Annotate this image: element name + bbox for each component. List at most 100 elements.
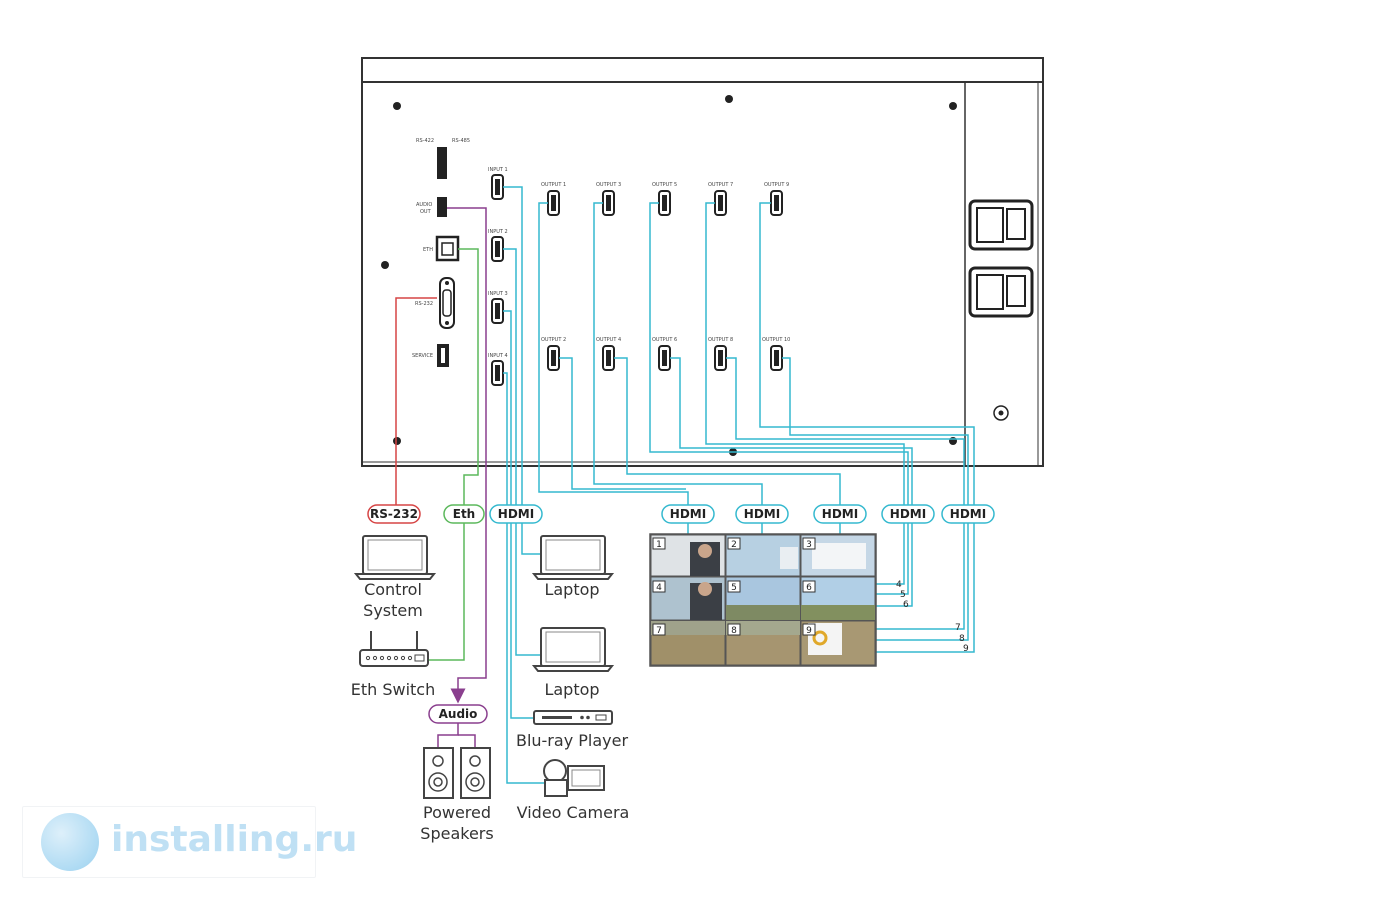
- cell-number-tag: 9: [802, 623, 816, 636]
- audio-badge: Audio: [428, 704, 488, 724]
- cable-number: 7: [955, 623, 961, 633]
- screw-icon: [949, 437, 957, 445]
- bluray-label: Blu-ray Player: [516, 731, 628, 750]
- cable-number: 4: [896, 580, 902, 590]
- svg-text:INPUT 4: INPUT 4: [488, 353, 508, 359]
- svg-text:HDMI: HDMI: [822, 507, 858, 521]
- power-socket-icon: [968, 266, 1034, 318]
- eth-cable: [428, 248, 479, 661]
- power-socket-icon: [968, 199, 1034, 251]
- speakers-label-1: Powered: [423, 803, 491, 822]
- cable-number: 5: [900, 590, 906, 600]
- svg-text:OUTPUT 2: OUTPUT 2: [541, 337, 566, 343]
- svg-text:HDMI: HDMI: [890, 507, 926, 521]
- hdmi-output-2: OUTPUT 2: [541, 337, 566, 371]
- rs485-label: RS-485: [452, 138, 470, 144]
- video-camera-label: Video Camera: [517, 803, 630, 822]
- svg-text:5: 5: [731, 583, 737, 593]
- screw-icon: [393, 102, 401, 110]
- svg-text:HDMI: HDMI: [498, 507, 534, 521]
- svg-text:9: 9: [806, 626, 812, 636]
- hdmi-output-7: OUTPUT 7: [708, 182, 733, 216]
- cable-number: 9: [963, 644, 969, 654]
- watermark: installing.ru: [22, 806, 357, 878]
- audio-terminal-block: [437, 197, 447, 217]
- videowall-cell-1: [650, 534, 726, 577]
- hdmi-badge-inputs: HDMI: [489, 504, 543, 524]
- svg-text:8: 8: [731, 626, 737, 636]
- cell-number-tag: 8: [727, 623, 741, 636]
- svg-text:OUTPUT 1: OUTPUT 1: [541, 182, 566, 188]
- svg-text:INPUT 1: INPUT 1: [488, 167, 508, 173]
- videowall-cell-4: [650, 576, 726, 621]
- svg-text:OUTPUT 5: OUTPUT 5: [652, 182, 677, 188]
- laptop-label-1: Laptop: [544, 580, 599, 599]
- cell-number-tag: 7: [652, 623, 666, 636]
- screw-icon: [381, 261, 389, 269]
- hdmi-badge-out-3: HDMI: [813, 504, 867, 524]
- laptop-label-2: Laptop: [544, 680, 599, 699]
- hdmi-badge-out-5: HDMI: [941, 504, 995, 524]
- watermark-text: installing.ru: [111, 819, 358, 860]
- control-system-laptop-icon: [353, 535, 437, 580]
- ethernet-port-icon: [435, 235, 460, 262]
- cell-number-tag: 1: [652, 537, 666, 550]
- cell-number-tag: 6: [802, 580, 816, 593]
- rs422-label: RS-422: [416, 138, 434, 144]
- hdmi-output-cables: [538, 202, 975, 653]
- video-wall: 1 2 3 4 5 6 7 8 9: [649, 533, 877, 667]
- hdmi-input-4: INPUT 4: [488, 353, 508, 386]
- speaker-icon: [460, 747, 491, 799]
- rs232-port-label: RS-232: [415, 301, 433, 307]
- speakers-label-2: Speakers: [420, 824, 493, 843]
- laptop-icon: [531, 627, 615, 672]
- ground-terminal-icon: [993, 405, 1009, 421]
- screw-icon: [725, 95, 733, 103]
- router-icon: [359, 631, 429, 667]
- db9-port-icon: [439, 277, 455, 329]
- svg-text:3: 3: [806, 540, 812, 550]
- hdmi-badge-out-4: HDMI: [881, 504, 935, 524]
- watermark-logo-icon: [41, 813, 99, 871]
- svg-text:INPUT 3: INPUT 3: [488, 291, 508, 297]
- video-camera-icon: [543, 759, 605, 797]
- service-port-label: SERVICE: [412, 353, 433, 359]
- eth-badge: Eth: [443, 504, 485, 524]
- control-system-label-1: Control: [364, 580, 422, 599]
- cell-number-tag: 4: [652, 580, 666, 593]
- audio-out-label-2: OUT: [420, 209, 432, 215]
- svg-text:OUTPUT 9: OUTPUT 9: [764, 182, 789, 188]
- svg-text:OUTPUT 6: OUTPUT 6: [652, 337, 677, 343]
- svg-text:HDMI: HDMI: [950, 507, 986, 521]
- screw-icon: [393, 437, 401, 445]
- cable-number: 6: [903, 600, 909, 610]
- audio-cable: [437, 207, 487, 748]
- svg-text:OUTPUT 10: OUTPUT 10: [762, 337, 790, 343]
- audio-out-label: AUDIO: [416, 202, 432, 208]
- speaker-icon: [423, 747, 454, 799]
- svg-text:6: 6: [806, 583, 812, 593]
- cell-number-tag: 5: [727, 580, 741, 593]
- laptop-icon: [531, 535, 615, 580]
- rs232-badge: RS-232: [367, 504, 421, 524]
- hdmi-output-6: OUTPUT 6: [652, 337, 677, 371]
- cell-number-tag: 3: [802, 537, 816, 550]
- hdmi-badge-out-1: HDMI: [661, 504, 715, 524]
- matrix-switcher-rear-panel: RS-422 RS-485 AUDIO OUT ETH RS-232 SERVI…: [361, 57, 1044, 467]
- bluray-player-icon: [533, 710, 613, 725]
- videowall-cell-8: [725, 620, 801, 666]
- hdmi-output-5: OUTPUT 5: [652, 182, 677, 216]
- hdmi-badge-out-2: HDMI: [735, 504, 789, 524]
- svg-text:HDMI: HDMI: [744, 507, 780, 521]
- videowall-cell-5: [725, 576, 801, 621]
- rs422-terminal-block: [437, 147, 447, 179]
- svg-text:INPUT 2: INPUT 2: [488, 229, 508, 235]
- svg-text:HDMI: HDMI: [670, 507, 706, 521]
- rs232-cable: [395, 297, 437, 505]
- screw-icon: [949, 102, 957, 110]
- svg-text:OUTPUT 8: OUTPUT 8: [708, 337, 733, 343]
- eth-port-label: ETH: [423, 247, 433, 253]
- svg-text:RS-232: RS-232: [370, 507, 418, 521]
- svg-text:Eth: Eth: [453, 507, 475, 521]
